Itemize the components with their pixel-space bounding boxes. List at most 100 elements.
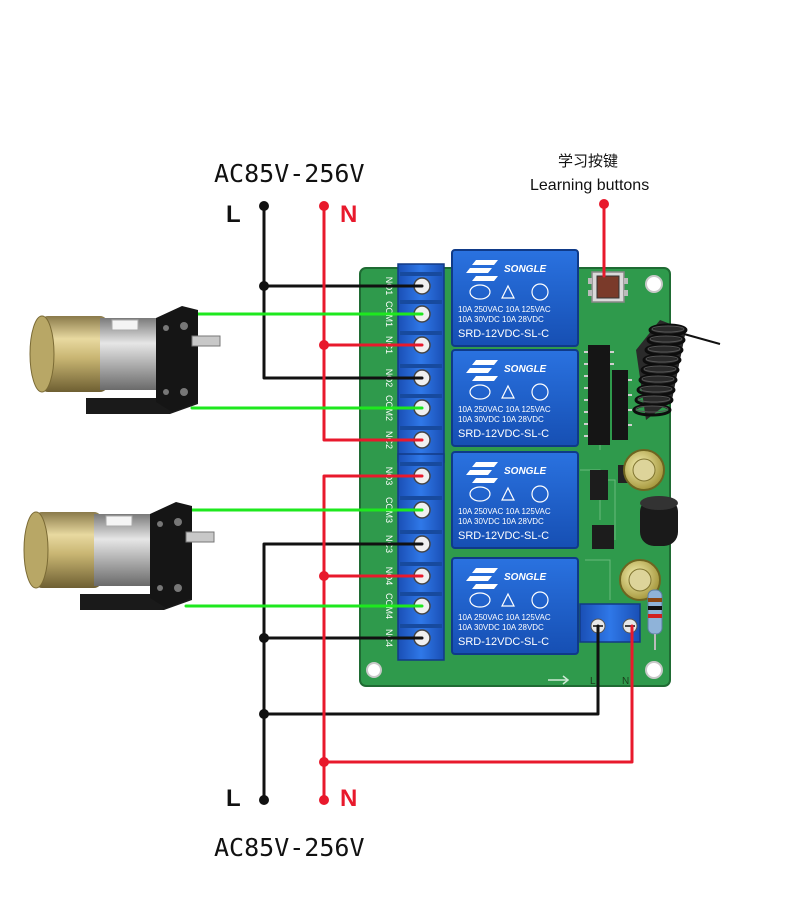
relay-brand: SONGLE [504, 572, 547, 583]
wire-junctions [259, 199, 609, 805]
motor-shaft [191, 335, 221, 347]
terminal-divider [400, 562, 442, 566]
relay-rating-1: 10A 250VAC 10A 125VAC [458, 305, 551, 314]
neutral-label-bottom: N [340, 785, 357, 812]
voltage-label-top: AC85V-256V [214, 159, 365, 188]
voltage-label-bottom: AC85V-256V [214, 833, 365, 862]
relay-body [451, 249, 579, 347]
relay-body [451, 557, 579, 655]
neutral-label-top: N [340, 201, 357, 228]
smd-chip [590, 470, 608, 500]
inductor [640, 498, 678, 546]
motor-end-cap [23, 511, 49, 589]
terminal-divider [400, 624, 442, 628]
ul-mark-icon [531, 283, 549, 301]
learning-label-en: Learning buttons [530, 177, 649, 194]
relay-body [451, 451, 579, 549]
cqc-mark-icon [469, 384, 491, 400]
ul-mark-icon [531, 591, 549, 609]
learning-button-cap[interactable] [596, 275, 620, 299]
relay-board: NO1COM1NC1NO2COM2NC2NO3COM3NC3NO4COM4NC4… [359, 249, 721, 687]
ul-mark-icon [531, 383, 549, 401]
ic-chip [588, 345, 610, 445]
learning-label-cn: 学习按键 [558, 152, 618, 170]
junction-dot [259, 281, 269, 291]
relay-rating-1: 10A 250VAC 10A 125VAC [458, 507, 551, 516]
junction-dot [259, 201, 269, 211]
terminal-divider [400, 331, 442, 335]
line-label-bottom: L [226, 785, 241, 812]
terminal-divider [400, 364, 442, 368]
wires [184, 202, 634, 802]
relay-model: SRD-12VDC-SL-C [458, 328, 549, 340]
antenna-coil [632, 320, 721, 420]
terminal-divider [400, 530, 442, 534]
relay-brand: SONGLE [504, 466, 547, 477]
mount-hole [366, 662, 382, 678]
motor-end-cap [29, 315, 55, 393]
smd-chip [618, 465, 628, 483]
motor-2 [23, 502, 215, 610]
cqc-mark-icon [469, 486, 491, 502]
warning-mark-icon [501, 486, 515, 501]
songle-logo-icon [466, 462, 498, 483]
n-wire-power [322, 624, 634, 764]
mount-hole [645, 275, 663, 293]
junction-dot [319, 795, 329, 805]
terminal-divider [400, 462, 442, 466]
motor-label-sticker [111, 319, 139, 331]
relay-rating-2: 10A 30VDC 10A 28VDC [458, 517, 544, 526]
junction-dot [319, 757, 329, 767]
ic-chips [584, 345, 632, 549]
relay-rating-1: 10A 250VAC 10A 125VAC [458, 405, 551, 414]
warning-mark-icon [501, 384, 515, 399]
capacitor [628, 568, 652, 592]
line-wires [262, 204, 600, 802]
relay-rating-1: 10A 250VAC 10A 125VAC [458, 613, 551, 622]
junction-dot [259, 633, 269, 643]
relay-rating-2: 10A 30VDC 10A 28VDC [458, 623, 544, 632]
ic-chip [612, 370, 628, 440]
n-wire-bottom-vertical [322, 474, 424, 802]
songle-logo-icon [466, 260, 498, 281]
inductor-top [640, 496, 678, 510]
capacitors [619, 449, 678, 601]
terminal-divider [400, 300, 442, 304]
power-terminal-label-n: N [622, 676, 629, 687]
warning-mark-icon [501, 592, 515, 607]
neutral-wires [322, 204, 634, 802]
relay-model: SRD-12VDC-SL-C [458, 530, 549, 542]
learning-button[interactable] [588, 271, 628, 303]
power-terminal-label-l: L [590, 676, 596, 687]
motor-1 [29, 306, 221, 414]
motor-can [34, 512, 102, 588]
motor-wires [184, 312, 424, 608]
junction-dot [599, 199, 609, 209]
relay-brand: SONGLE [504, 364, 547, 375]
relay-body [451, 349, 579, 447]
cqc-mark-icon [469, 284, 491, 300]
junction-dot [259, 795, 269, 805]
terminal-divider [400, 272, 442, 276]
motor-bracket-plate [156, 306, 198, 412]
motor-can [40, 316, 108, 392]
smd-chip [592, 525, 614, 549]
terminal-divider [400, 496, 442, 500]
cqc-mark-icon [469, 592, 491, 608]
junction-dot [319, 201, 329, 211]
terminal-divider [400, 426, 442, 430]
junction-dot [319, 340, 329, 350]
l-wire-top-vertical [262, 204, 424, 380]
terminal-divider [400, 394, 442, 398]
junction-dot [319, 571, 329, 581]
l-wire-power [262, 624, 600, 716]
terminal-divider [400, 592, 442, 596]
relay-brand: SONGLE [504, 264, 547, 275]
relay-model: SRD-12VDC-SL-C [458, 636, 549, 648]
